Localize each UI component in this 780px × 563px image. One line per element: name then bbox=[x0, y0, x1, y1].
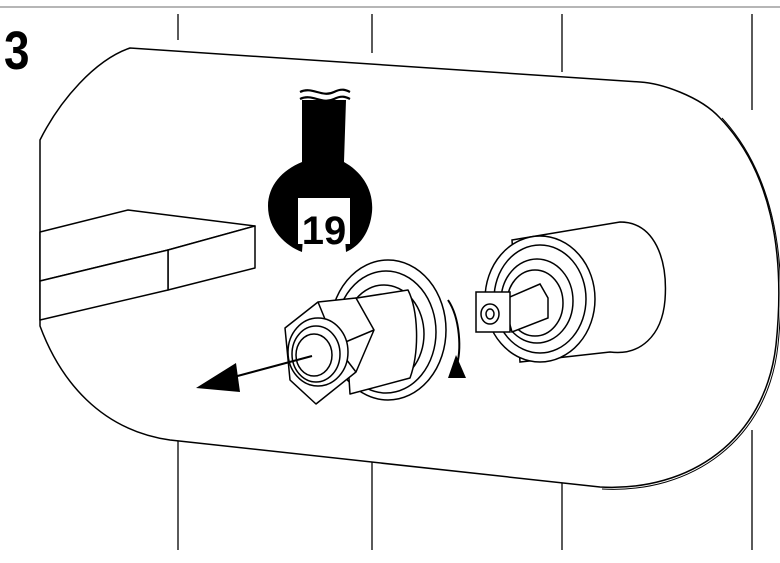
step-number: 3 bbox=[4, 21, 30, 81]
tile-joints bbox=[177, 14, 753, 550]
rotate-arrow-icon bbox=[447, 299, 466, 378]
valve-cartridge bbox=[475, 221, 667, 363]
open-end-wrench-icon: 19 bbox=[268, 88, 373, 253]
arrow-left-icon bbox=[196, 355, 313, 392]
mounting-bar bbox=[39, 209, 256, 321]
wrench-size-label: 19 bbox=[302, 209, 347, 253]
hex-nut bbox=[284, 259, 447, 405]
